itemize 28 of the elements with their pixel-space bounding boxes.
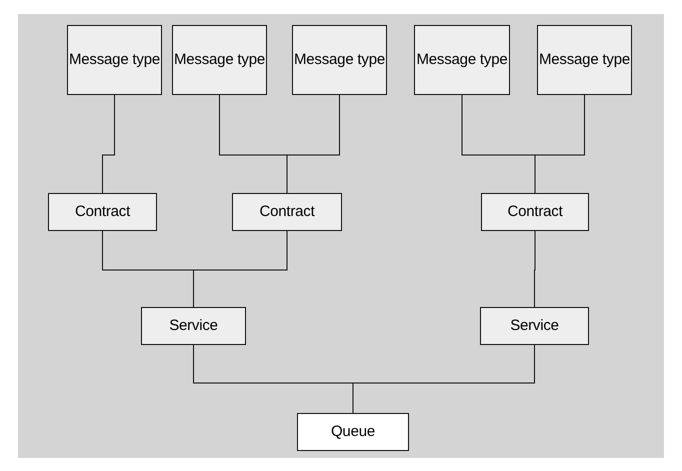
process-box xyxy=(141,307,246,345)
box-label: Message type xyxy=(174,51,265,69)
box-label: Queue xyxy=(330,423,376,441)
box-label: Contract xyxy=(259,203,315,221)
connector-line xyxy=(286,94,340,194)
box-label: Message type xyxy=(539,51,630,69)
process-box xyxy=(297,413,409,451)
process-box xyxy=(292,25,387,95)
process-box xyxy=(172,25,267,95)
box-label: Message type xyxy=(416,51,508,69)
box-label: Contract xyxy=(507,203,563,221)
process-box xyxy=(414,25,510,95)
box-label: Message type xyxy=(294,51,385,69)
process-box xyxy=(481,193,589,231)
process-box xyxy=(67,25,162,95)
process-box xyxy=(48,193,157,231)
box-label: Contract xyxy=(74,203,130,221)
connector-line xyxy=(102,94,115,194)
process-box xyxy=(537,25,632,95)
box-label: Message type xyxy=(69,51,160,69)
connector-line xyxy=(534,230,536,308)
connector-line xyxy=(534,94,585,194)
process-box xyxy=(480,307,589,345)
box-label: Service xyxy=(169,317,218,335)
process-box xyxy=(232,193,342,231)
box-label: Service xyxy=(510,317,559,335)
connector-line xyxy=(352,344,535,414)
connector-line xyxy=(193,230,288,308)
